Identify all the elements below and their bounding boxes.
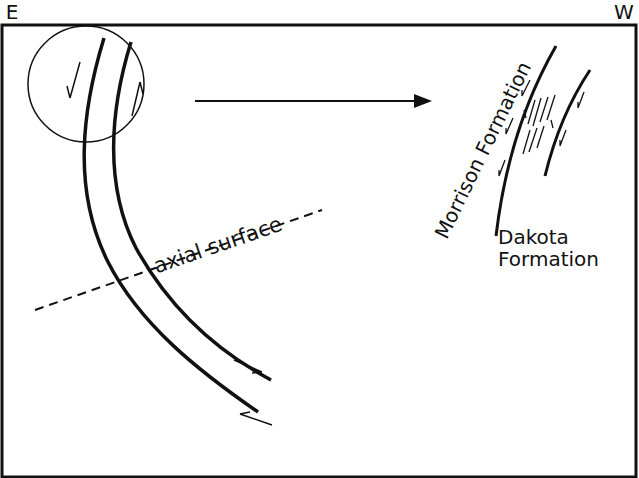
inset-bed-right xyxy=(545,70,590,176)
shear-arrow xyxy=(234,360,262,373)
shear-arrow xyxy=(132,82,143,116)
direction-label: W xyxy=(614,1,634,23)
bed-inner xyxy=(114,42,271,380)
arrowhead xyxy=(414,94,432,108)
frame xyxy=(2,25,636,477)
shear-arrow xyxy=(67,62,80,98)
axial-surface-line xyxy=(35,210,322,310)
axial-surface-label: axial surface xyxy=(151,213,285,279)
formation-label: Dakota Formation xyxy=(498,226,598,270)
shear-arrow xyxy=(240,412,272,425)
direction-label: E xyxy=(6,1,19,23)
formation-label: Morrison Formation xyxy=(431,58,536,242)
pointer-arrow xyxy=(195,100,420,102)
